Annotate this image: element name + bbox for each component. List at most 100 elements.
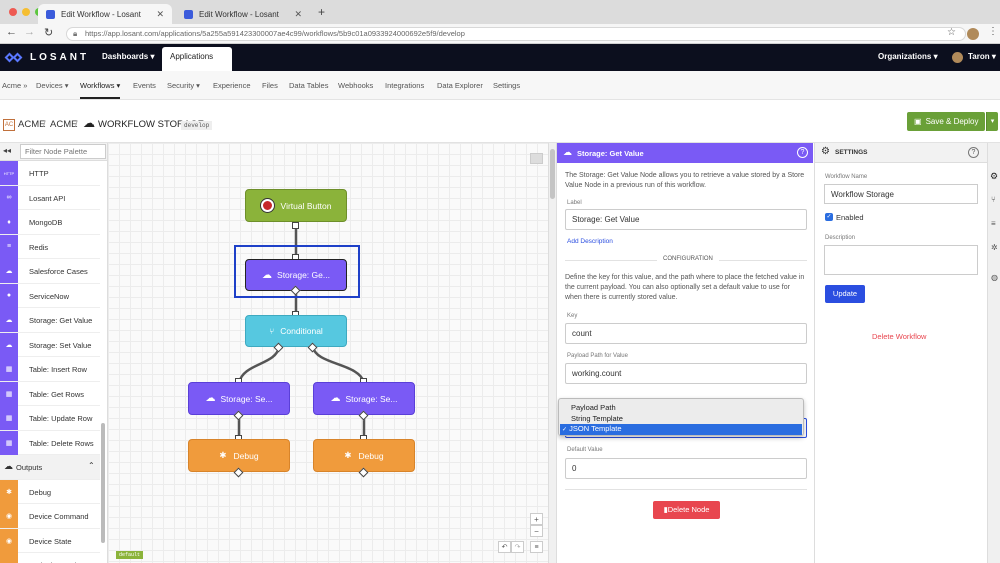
node-storage-set-left[interactable]: ☁ Storage: Se... — [188, 382, 290, 415]
profile-avatar-icon[interactable] — [967, 28, 979, 40]
collapse-palette-icon[interactable]: ◂◂ — [3, 146, 12, 155]
more-menu-icon[interactable]: ⋮ — [988, 26, 998, 37]
help-icon[interactable]: ? — [968, 147, 979, 158]
palette-item-label: Losant API — [29, 193, 66, 203]
node-editor-panel: ☁ Storage: Get Value ? The Storage: Get … — [556, 143, 813, 563]
node-debug-left[interactable]: ✱ Debug — [188, 439, 290, 472]
node-storage-set-right[interactable]: ☁ Storage: Se... — [313, 382, 415, 415]
bookmark-star-icon[interactable]: ☆ — [947, 27, 956, 38]
default-value-input[interactable]: 0 — [565, 458, 807, 479]
subnav-workflows[interactable]: Workflows ▾ — [80, 81, 121, 99]
palette-item[interactable]: ●ServiceNow — [0, 283, 100, 308]
deploy-dropdown-button[interactable]: ▾ — [986, 112, 998, 131]
palette-scrollbar[interactable] — [101, 423, 105, 543]
palette-item[interactable]: ▦Table: Get Rows — [0, 381, 100, 406]
palette-item[interactable]: ▦Table: Update Row — [0, 406, 100, 431]
window-minimize-dot[interactable] — [22, 8, 30, 16]
subnav-acme[interactable]: Acme » — [2, 81, 28, 90]
cloud-icon: ☁ — [83, 116, 95, 130]
breadcrumb-app[interactable]: ACME — [50, 119, 78, 130]
close-tab-icon[interactable]: ✕ — [156, 9, 164, 19]
node-label: Conditional — [280, 326, 323, 336]
applications-menu[interactable]: Applications — [162, 47, 232, 71]
redo-icon[interactable]: ↷ — [511, 541, 524, 553]
organizations-menu[interactable]: Organizations ▾ — [878, 52, 938, 61]
canvas-list-icon[interactable]: ≡ — [530, 541, 543, 553]
palette-item[interactable]: ✱Debug — [0, 479, 100, 504]
palette-item[interactable]: ◉Device Command — [0, 504, 100, 529]
globe-icon[interactable]: ◍ — [991, 273, 998, 282]
palette-item[interactable]: ∞Losant API — [0, 185, 100, 210]
palette-filter-input[interactable] — [20, 144, 106, 159]
reload-icon[interactable]: ↻ — [44, 27, 54, 39]
subnav-data-tables[interactable]: Data Tables — [289, 81, 329, 90]
browser-tab[interactable]: Edit Workflow - Losant ✕ — [176, 4, 310, 24]
cog-small-icon[interactable]: ✲ — [991, 243, 998, 252]
update-button[interactable]: Update — [825, 285, 865, 303]
dropdown-option[interactable]: Payload Path — [571, 403, 616, 412]
dashboards-menu[interactable]: Dashboards ▾ — [102, 52, 155, 61]
workflow-canvas[interactable]: Virtual Button ☁ Storage: Ge... ⑂ Condit… — [108, 143, 548, 563]
default-type-dropdown[interactable]: Payload Path String Template ✓ JSON Temp… — [558, 398, 804, 436]
palette-item[interactable]: ▦Table: Delete Rows — [0, 430, 100, 455]
help-icon[interactable]: ? — [797, 147, 808, 158]
undo-icon[interactable]: ↶ — [498, 541, 511, 553]
delete-workflow-link[interactable]: Delete Workflow — [872, 332, 927, 341]
canvas-scrollbar[interactable] — [548, 143, 556, 563]
plus-icon[interactable]: + — [318, 5, 326, 19]
palette-item[interactable]: ♦MongoDB — [0, 210, 100, 235]
workflow-name-input[interactable]: Workflow Storage — [824, 184, 978, 204]
payload-path-input[interactable]: working.count — [565, 363, 807, 384]
breadcrumb-org[interactable]: ACME — [18, 119, 46, 130]
subnav-devices[interactable]: Devices ▾ — [36, 81, 69, 90]
subnav-integrations[interactable]: Integrations — [385, 81, 425, 90]
palette-item[interactable]: ▦Table: Insert Row — [0, 357, 100, 382]
palette-item[interactable]: ◉Device State — [0, 528, 100, 553]
forward-arrow-icon[interactable]: → — [24, 26, 35, 38]
subnav-experience[interactable]: Experience — [213, 81, 251, 90]
key-input[interactable]: count — [565, 323, 807, 344]
subnav-files[interactable]: Files — [262, 81, 278, 90]
gear-icon[interactable]: ⚙ — [990, 171, 999, 181]
node-output-port[interactable] — [292, 222, 299, 229]
enabled-checkbox[interactable]: ✓ — [825, 213, 833, 221]
subnav-events[interactable]: Events — [133, 81, 156, 90]
node-conditional[interactable]: ⑂ Conditional — [245, 315, 347, 347]
node-debug-right[interactable]: ✱ Debug — [313, 439, 415, 472]
palette-item[interactable]: ≡Redis — [0, 234, 100, 259]
window-close-dot[interactable] — [9, 8, 17, 16]
subnav-data-explorer[interactable]: Data Explorer — [437, 81, 483, 90]
reply-icon: ↩ — [0, 553, 18, 563]
canvas-scroll-thumb[interactable] — [550, 149, 555, 199]
list-icon[interactable]: ≡ — [991, 219, 996, 228]
add-description-link[interactable]: Add Description — [567, 238, 613, 245]
palette-section-outputs[interactable]: ☁Outputs⌃ — [0, 455, 100, 480]
save-deploy-button[interactable]: ▣ Save & Deploy — [907, 112, 985, 131]
losant-logo-icon[interactable] — [4, 52, 23, 63]
node-label-input[interactable]: Storage: Get Value — [565, 209, 807, 230]
zoom-in-button[interactable]: + — [530, 513, 543, 525]
url-field[interactable]: 🔒︎ https://app.losant.com/applications/5… — [66, 27, 966, 41]
palette-item[interactable]: ☁Storage: Get Value — [0, 308, 100, 333]
back-arrow-icon[interactable]: ← — [6, 26, 17, 38]
zoom-out-button[interactable]: − — [530, 525, 543, 537]
delete-node-button[interactable]: ▮Delete Node — [653, 501, 720, 519]
canvas-menu-icon[interactable] — [530, 153, 543, 164]
node-virtual-button[interactable]: Virtual Button — [245, 189, 347, 222]
subnav-webhooks[interactable]: Webhooks — [338, 81, 374, 90]
subnav-security[interactable]: Security ▾ — [167, 81, 200, 90]
chevron-up-icon[interactable]: ⌃ — [88, 461, 95, 470]
applications-label: Applications — [170, 52, 214, 61]
dropdown-option[interactable]: String Template — [571, 414, 623, 423]
dropdown-option-selected[interactable]: ✓ JSON Template — [560, 424, 802, 435]
palette-item[interactable]: ☁Storage: Set Value — [0, 332, 100, 357]
palette-item[interactable]: ↩Endpoint Reply — [0, 553, 100, 563]
palette-item[interactable]: ☁Salesforce Cases — [0, 259, 100, 284]
close-tab-icon[interactable]: ✕ — [294, 9, 302, 19]
browser-tab-active[interactable]: Edit Workflow - Losant ✕ — [38, 4, 172, 24]
description-textarea[interactable] — [824, 245, 978, 275]
user-menu[interactable]: Taron ▾ — [968, 52, 996, 61]
subnav-settings[interactable]: Settings — [493, 81, 521, 90]
branch-icon[interactable]: ⑂ — [991, 195, 996, 204]
